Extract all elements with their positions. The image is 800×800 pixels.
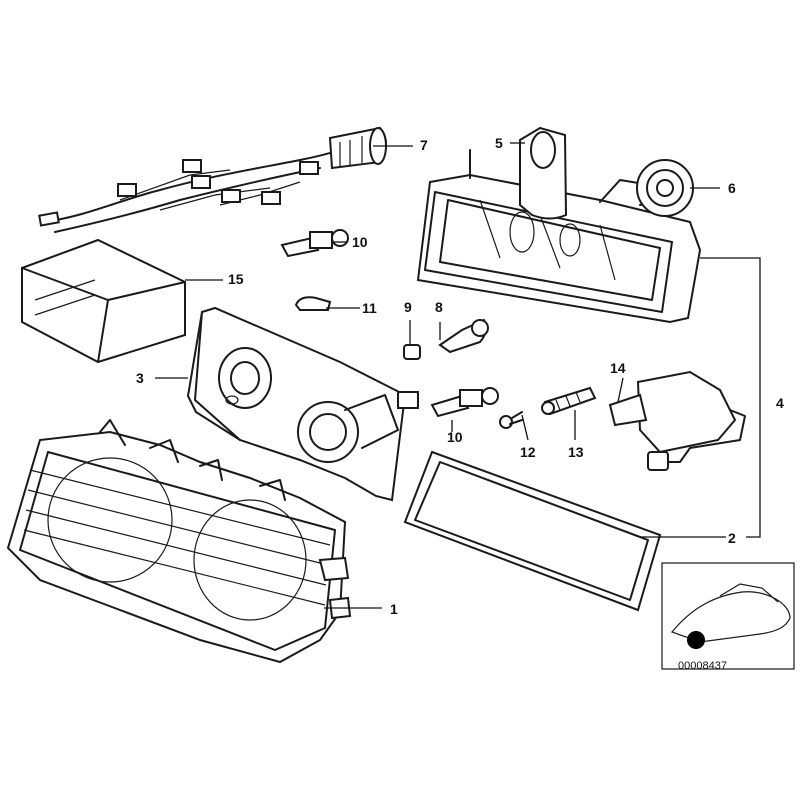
callout-9: 9 — [404, 299, 412, 315]
callout-14: 14 — [610, 360, 626, 376]
bulb-part-8 — [438, 318, 489, 354]
lamp-part-11 — [294, 296, 332, 311]
inset-reference-number: 00008437 — [678, 660, 727, 672]
leader-lines — [155, 142, 761, 609]
callout-3: 3 — [136, 370, 144, 386]
adjuster-part-5 — [519, 126, 568, 220]
car-locator-inset — [661, 562, 795, 670]
socket-part-6 — [636, 159, 694, 217]
box-part — [21, 238, 186, 364]
callout-5: 5 — [495, 135, 503, 151]
headlight-lens-part — [6, 419, 352, 664]
bulb-part-9 — [403, 344, 421, 360]
callout-10-top: 10 — [352, 234, 368, 250]
callout-12: 12 — [520, 444, 536, 460]
callout-13: 13 — [568, 444, 584, 460]
reflector-housing-part — [186, 306, 419, 502]
bulb-part-10-top — [280, 229, 349, 258]
screw-part-12 — [499, 411, 523, 429]
callout-1: 1 — [390, 601, 398, 617]
callout-15: 15 — [228, 271, 244, 287]
adjusting-screw-part-13 — [541, 386, 597, 416]
callout-10-lower: 10 — [447, 429, 463, 445]
callout-7: 7 — [420, 137, 428, 153]
callout-6: 6 — [728, 180, 736, 196]
callout-11: 11 — [362, 300, 377, 316]
callout-8: 8 — [435, 299, 443, 315]
bulb-part-10-lower — [430, 387, 499, 418]
callout-2: 2 — [728, 530, 736, 546]
wiring-harness-part — [38, 126, 387, 233]
callout-4: 4 — [776, 395, 784, 411]
lamp-module-part-14 — [608, 370, 746, 471]
gasket-part — [403, 450, 662, 612]
